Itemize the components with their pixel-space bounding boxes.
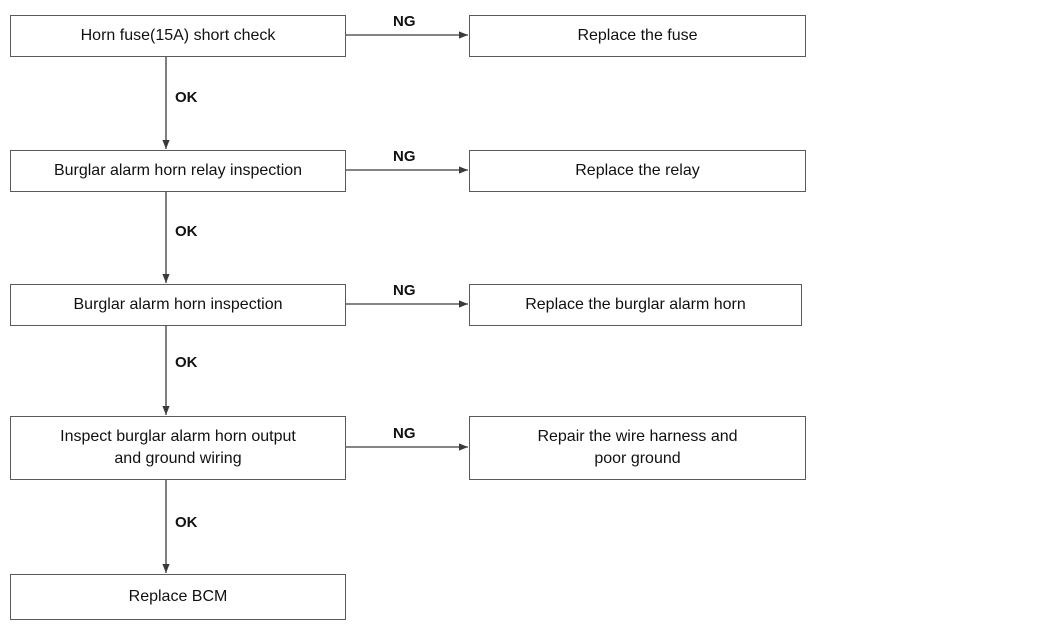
- action-box-repair-harness: Repair the wire harness and poor ground: [469, 416, 806, 480]
- action-box-replace-relay: Replace the relay: [469, 150, 806, 192]
- step-box-fuse-check: Horn fuse(15A) short check: [10, 15, 346, 57]
- ok-label-4: OK: [175, 514, 198, 531]
- ng-label-4: NG: [393, 425, 416, 442]
- ok-label-3: OK: [175, 354, 198, 371]
- action-box-replace-fuse: Replace the fuse: [469, 15, 806, 57]
- ng-label-1: NG: [393, 13, 416, 30]
- action-box-replace-horn: Replace the burglar alarm horn: [469, 284, 802, 326]
- step-box-relay-inspection: Burglar alarm horn relay inspection: [10, 150, 346, 192]
- ng-label-3: NG: [393, 282, 416, 299]
- ng-label-2: NG: [393, 148, 416, 165]
- ok-label-1: OK: [175, 89, 198, 106]
- step-box-replace-bcm: Replace BCM: [10, 574, 346, 620]
- step-box-horn-inspection: Burglar alarm horn inspection: [10, 284, 346, 326]
- ok-label-2: OK: [175, 223, 198, 240]
- step-box-wiring-inspection: Inspect burglar alarm horn output and gr…: [10, 416, 346, 480]
